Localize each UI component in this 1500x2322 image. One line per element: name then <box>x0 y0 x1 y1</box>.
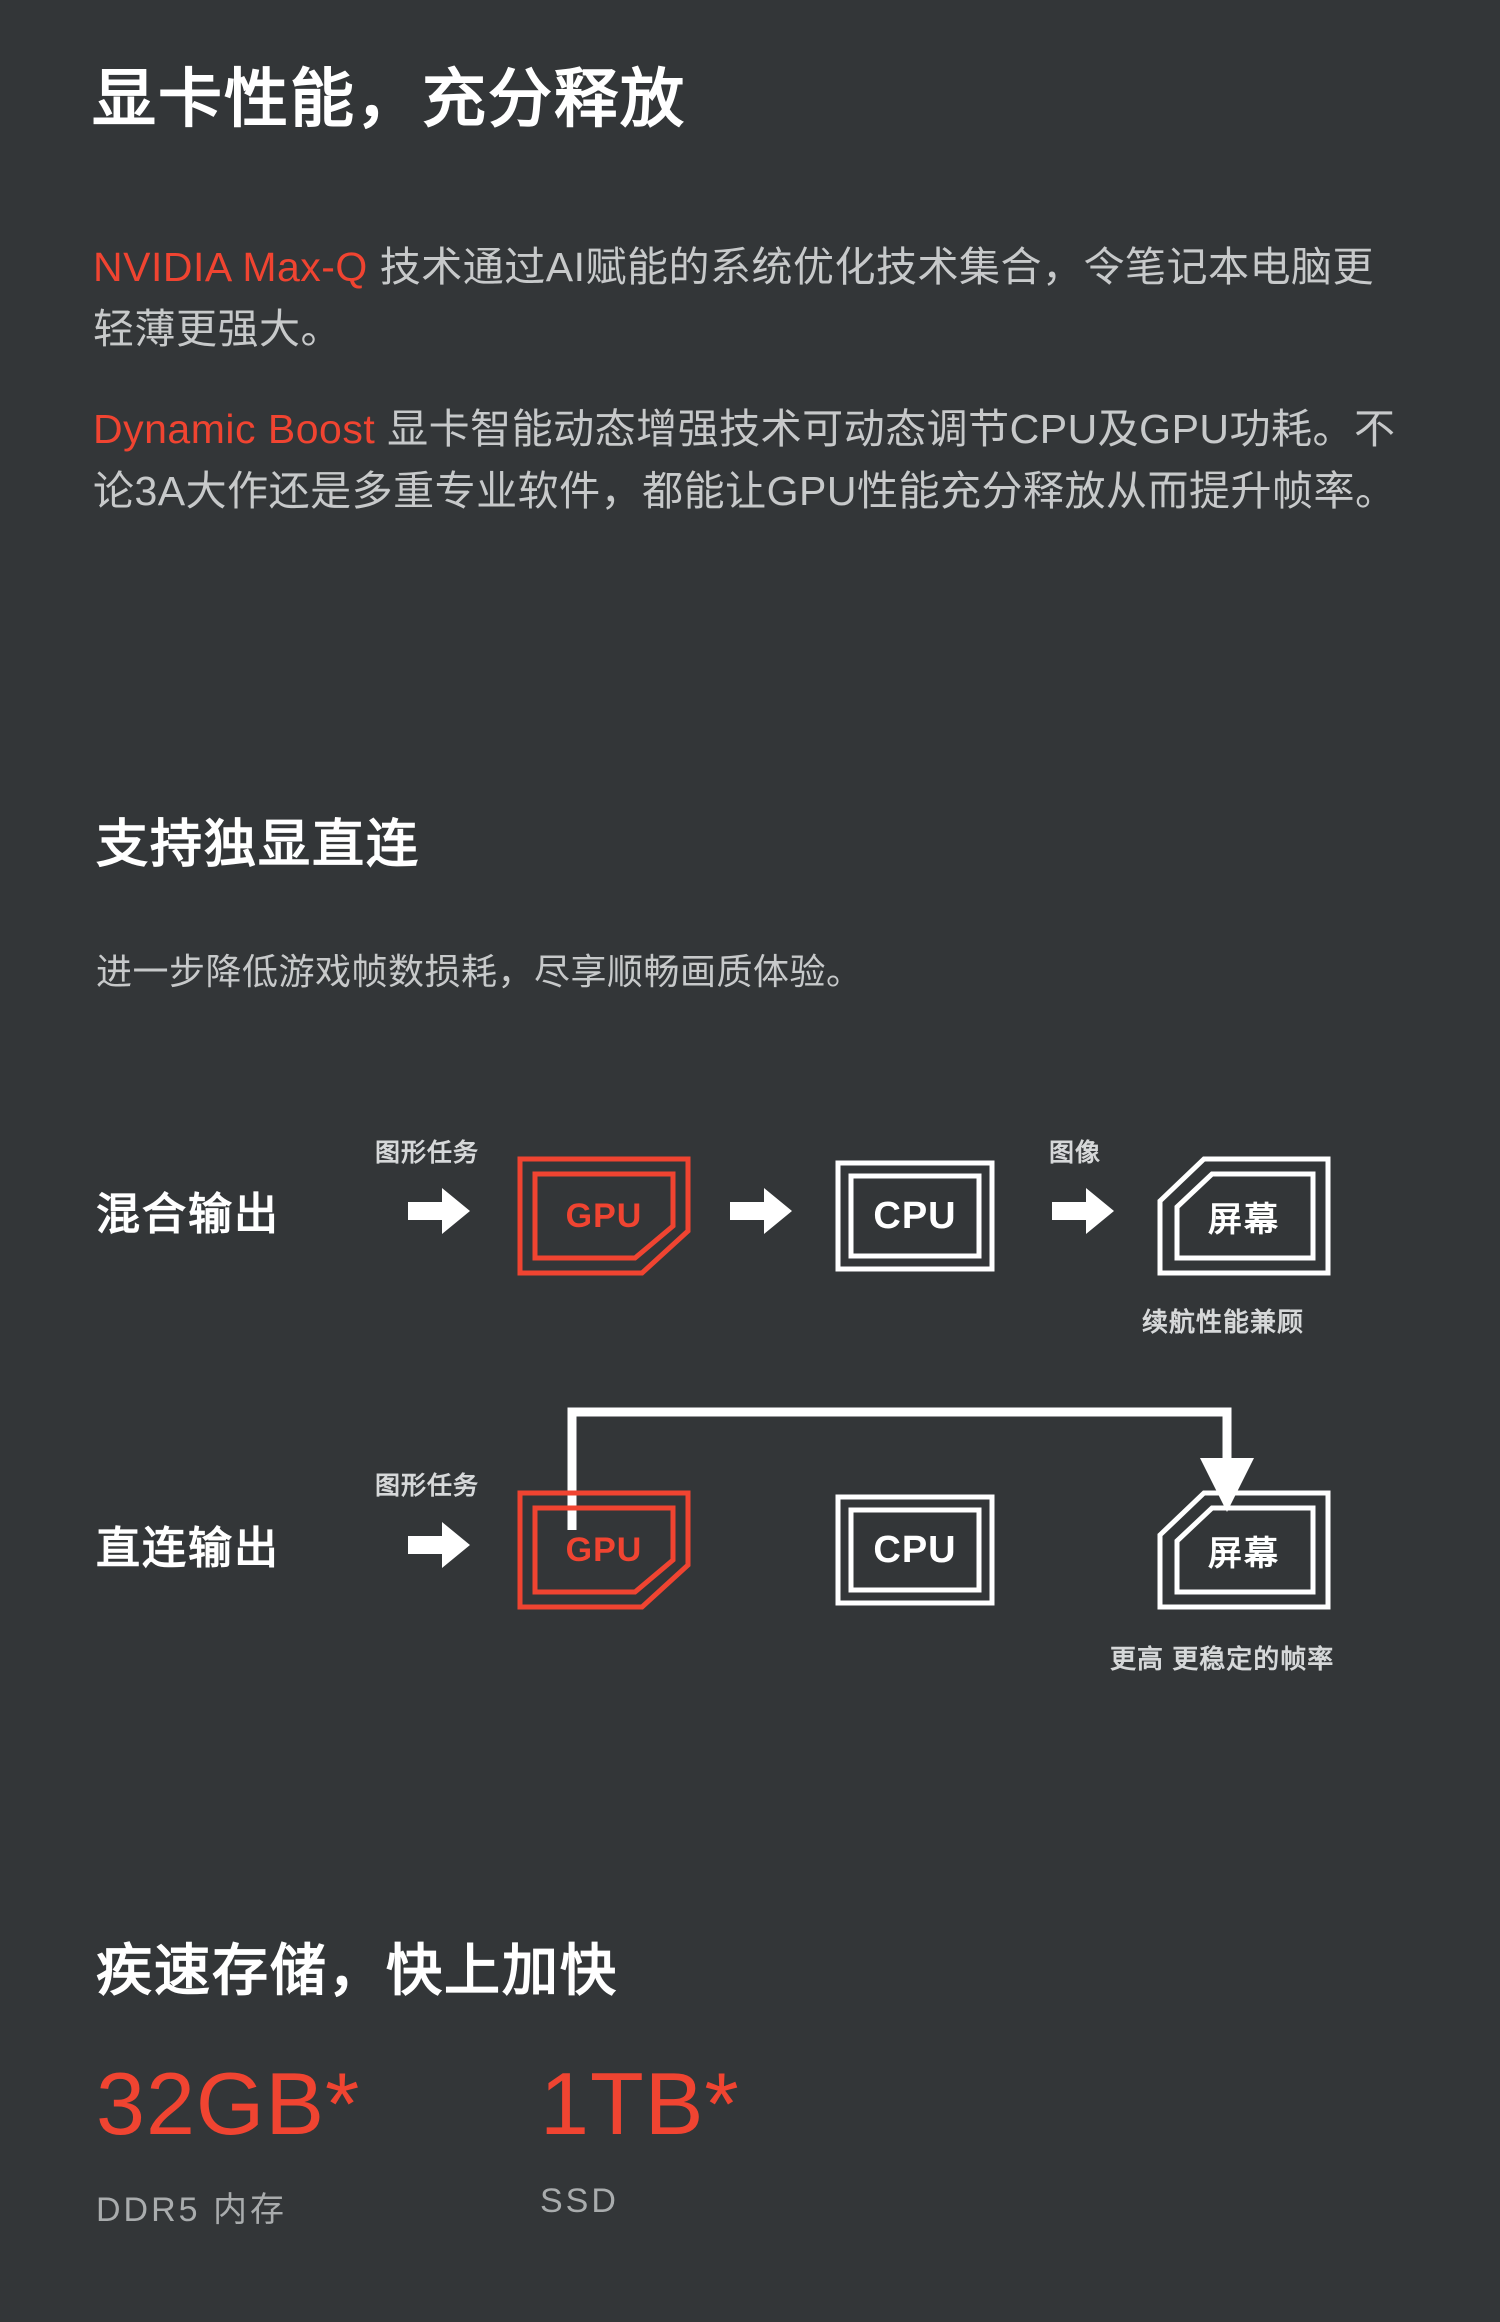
gpu-paragraph-1: NVIDIA Max-Q 技术通过AI赋能的系统优化技术集合，令笔记本电脑更轻薄… <box>93 236 1403 360</box>
diagram-row-2-screen-chip: 屏幕 <box>1156 1489 1332 1611</box>
gpu-paragraph-2: Dynamic Boost 显卡智能动态增强技术可动态调节CPU及GPU功耗。不… <box>93 398 1403 522</box>
diagram-row-2-screen-label: 屏幕 <box>1208 1534 1280 1573</box>
arrow-right-icon <box>408 1185 470 1237</box>
diagram-row-2-gpu-label: GPU <box>565 1530 643 1569</box>
storage-spec-memory: 32GB* DDR5 内存 <box>96 2060 360 2231</box>
gpu-section-heading: 显卡性能，充分释放 <box>92 63 686 135</box>
diagram-row-2-label: 直连输出 <box>96 1524 280 1573</box>
diagram-row-1-flow-label-2: 图像 <box>1049 1139 1102 1167</box>
diagram-row-1-cpu-chip: CPU <box>835 1160 995 1272</box>
direct-section-subtitle: 进一步降低游戏帧数损耗，尽享顺畅画质体验。 <box>96 951 863 992</box>
diagram-row-1-flow-label-1: 图形任务 <box>375 1139 480 1167</box>
gpu-paragraph-2-accent: Dynamic Boost <box>93 406 376 452</box>
diagram-row-1-screen-chip: 屏幕 <box>1156 1155 1332 1277</box>
diagram-row-1-gpu-chip: GPU <box>516 1155 692 1277</box>
arrow-right-icon <box>408 1519 470 1571</box>
diagram-row-1-gpu-label: GPU <box>565 1196 643 1235</box>
gpu-paragraph-1-accent: NVIDIA Max-Q <box>93 244 368 290</box>
storage-spec-memory-label: DDR5 内存 <box>96 2191 288 2229</box>
storage-spec-memory-value: 32GB* <box>96 2054 361 2153</box>
diagram-row-2-flow-label-1: 图形任务 <box>375 1472 480 1500</box>
direct-section-heading: 支持独显直连 <box>96 816 421 874</box>
diagram-row-2-cpu-chip: CPU <box>835 1494 995 1606</box>
arrow-right-icon <box>1052 1185 1114 1237</box>
bypass-arrow-icon <box>560 1400 1260 1535</box>
storage-spec-ssd: 1TB* SSD <box>540 2060 740 2221</box>
diagram-row-1-label: 混合输出 <box>96 1190 280 1239</box>
arrow-right-icon <box>730 1185 792 1237</box>
diagram-row-1-cpu-label: CPU <box>873 1194 957 1237</box>
diagram-row-2-caption: 更高 更稳定的帧率 <box>1110 1644 1335 1674</box>
diagram-row-1-caption: 续航性能兼顾 <box>1142 1307 1305 1337</box>
diagram-row-2-gpu-chip: GPU <box>516 1489 692 1611</box>
diagram-row-2-cpu-label: CPU <box>873 1528 957 1571</box>
gpu-paragraph-2-body: 显卡智能动态增强技术可动态调节CPU及GPU功耗。不论3A大作还是多重专业软件，… <box>93 406 1397 514</box>
storage-section-heading: 疾速存储，快上加快 <box>96 1939 618 2002</box>
storage-spec-ssd-label: SSD <box>540 2182 619 2220</box>
diagram-row-1-screen-label: 屏幕 <box>1208 1200 1280 1239</box>
gpu-paragraph-1-body: 技术通过AI赋能的系统优化技术集合，令笔记本电脑更轻薄更强大。 <box>93 244 1374 352</box>
storage-spec-ssd-value: 1TB* <box>540 2054 740 2153</box>
